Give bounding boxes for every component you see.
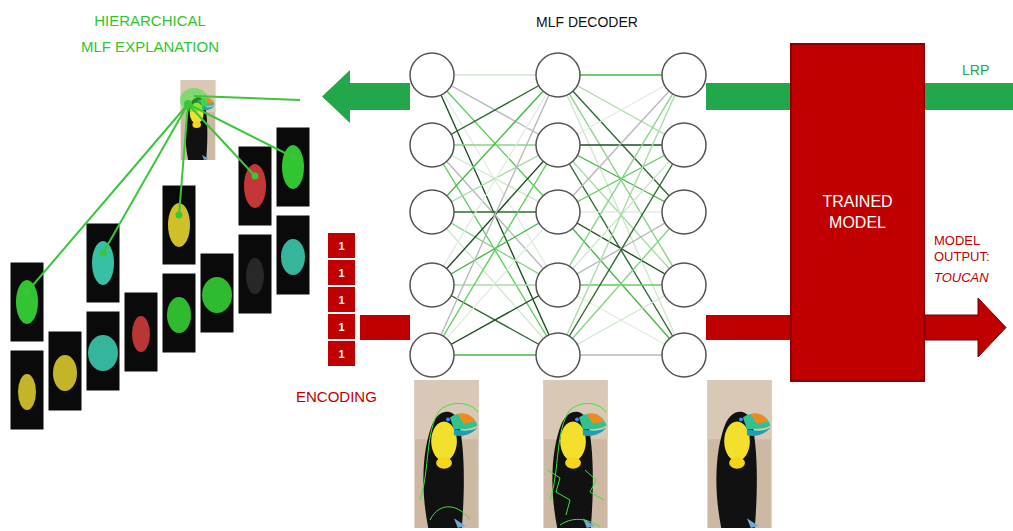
encoding-cell: 1: [327, 286, 356, 313]
component-label: ENCODING: [296, 388, 406, 407]
node-text: 1: [338, 240, 344, 252]
node-text: TRAINED MODEL: [813, 192, 903, 234]
output-class: TOUCAN: [934, 270, 1010, 286]
node-text: 1: [338, 348, 344, 360]
node-text: 1: [338, 294, 344, 306]
output-label: MODEL OUTPUT:: [934, 233, 1010, 266]
encoding-cell: 1: [327, 232, 356, 259]
component-label: MLF DECODER: [536, 14, 666, 32]
node-text: 1: [338, 267, 344, 279]
encoding-cell: 1: [327, 259, 356, 286]
decoder-network: [410, 53, 706, 377]
signal-label: LRP: [962, 62, 1007, 80]
encoding-cell: 1: [327, 313, 356, 340]
explanation-thumbnails: [10, 80, 310, 430]
model-box: TRAINED MODEL: [790, 43, 925, 382]
node-text: 1: [338, 321, 344, 333]
section-title: HIERARCHICAL MLF EXPLANATION: [78, 8, 222, 59]
encoding-cell: 1: [327, 340, 356, 367]
